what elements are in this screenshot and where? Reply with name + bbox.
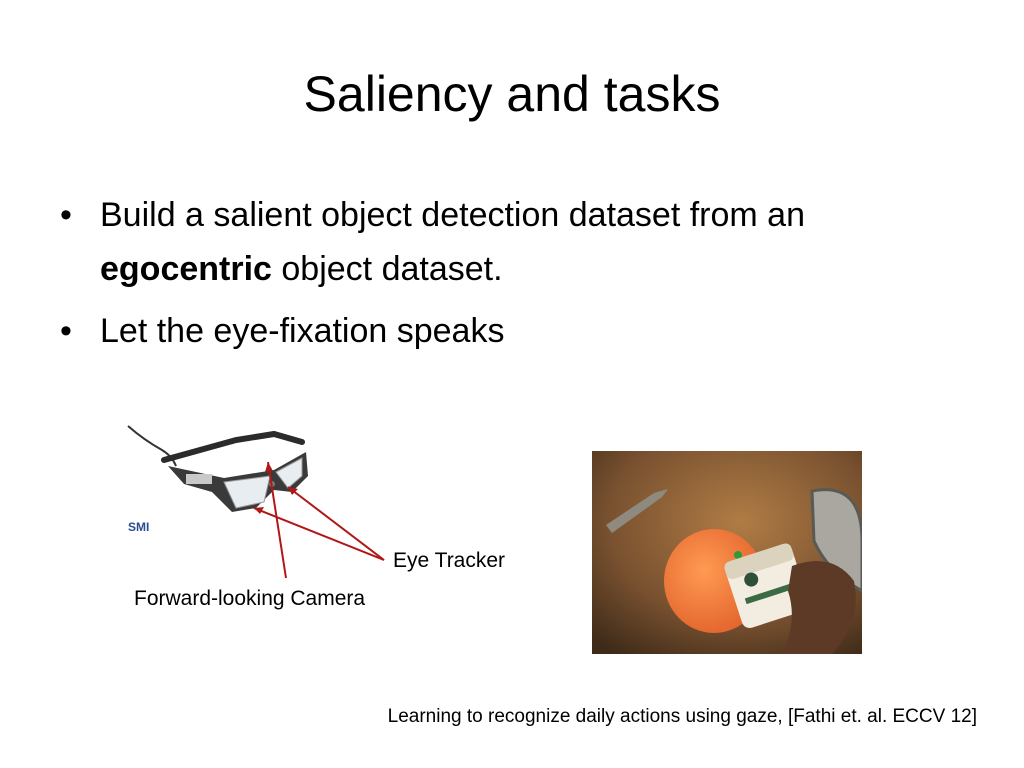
eye-tracking-glasses-image: [127, 425, 308, 512]
bullet-item-eye-fixation: • Let the eye-fixation speaks: [58, 304, 958, 358]
smi-logo: SMI: [128, 520, 150, 534]
egocentric-photo: [592, 451, 862, 654]
slide-title: Saliency and tasks: [303, 66, 721, 122]
bullet-item-dataset: • Build a salient object detection datas…: [58, 188, 958, 296]
bullet-text: Let the eye-fixation speaks: [100, 312, 505, 350]
bullet-marker: •: [60, 312, 72, 350]
label-forward-camera: Forward-looking Camera: [134, 587, 366, 610]
bullet-marker: •: [60, 196, 72, 234]
label-eye-tracker: Eye Tracker: [393, 549, 506, 572]
bullet-text-prefix: Build a salient object detection dataset…: [100, 196, 805, 234]
bullet-text-emphasis: egocentric: [100, 250, 272, 288]
bullet-text-suffix: object dataset.: [271, 250, 503, 288]
bullet-list: • Build a salient object detection datas…: [58, 188, 958, 366]
citation: Learning to recognize daily actions usin…: [387, 706, 977, 727]
